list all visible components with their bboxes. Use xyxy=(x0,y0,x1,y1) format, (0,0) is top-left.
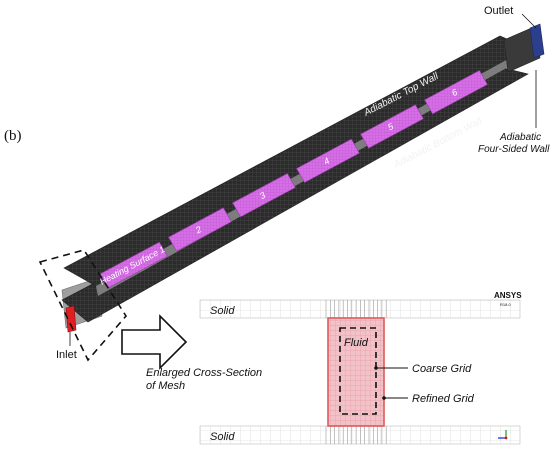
mesh-cross-section: Solid Solid Fluid Coarse Grid Refined Gr… xyxy=(199,291,522,445)
coarse-grid-box xyxy=(339,327,377,415)
heating-segment-label-2: 2 xyxy=(193,224,203,236)
heating-segment-2 xyxy=(168,207,232,252)
outlet-label: Outlet xyxy=(484,5,513,17)
heating-segment-4 xyxy=(296,138,360,183)
enlarged-label-2: of Mesh xyxy=(146,380,185,392)
coarse-grid-label: Coarse Grid xyxy=(412,363,472,375)
ansys-version: R18.0 xyxy=(500,302,511,307)
heating-segment-label-4: 4 xyxy=(322,156,331,167)
solid-top-region xyxy=(199,299,521,319)
refined-grid-outline xyxy=(327,317,385,427)
heating-segment-label-6: 6 xyxy=(450,87,459,98)
enlarge-arrow xyxy=(121,314,188,370)
refined-grid-leader-dot xyxy=(382,396,386,400)
ansys-brand: ANSYS xyxy=(494,291,522,300)
heating-segment-6 xyxy=(424,70,488,115)
solid-bottom-region xyxy=(199,425,521,445)
solid-bottom-label: Solid xyxy=(210,431,235,443)
inlet-face xyxy=(65,305,77,333)
outlet-face xyxy=(529,23,545,59)
heating-segment-label-3: 3 xyxy=(258,190,267,201)
fluid-label: Fluid xyxy=(344,337,369,349)
heating-segment-label-5: 5 xyxy=(386,121,396,133)
adiabatic-four-sided-label-1: Adiabatic xyxy=(499,132,541,143)
mesh-vertical-lines xyxy=(325,300,387,444)
adiabatic-four-sided-label-2: Four-Sided Wall xyxy=(478,144,550,155)
heating-segment-3 xyxy=(232,173,296,218)
top-wall-plate xyxy=(63,35,529,287)
bottom-wall-plate xyxy=(61,67,529,323)
axis-triad-icon xyxy=(498,430,508,440)
enlarged-label-1: Enlarged Cross-Section xyxy=(146,367,262,379)
inlet-dashed-box xyxy=(38,249,127,362)
refined-grid-label: Refined Grid xyxy=(412,393,475,405)
coarse-grid-leader-dot xyxy=(374,366,378,370)
outlet-leader xyxy=(521,13,537,29)
inlet-label: Inlet xyxy=(56,349,77,361)
solid-top-label: Solid xyxy=(210,305,235,317)
panel-tag: (b) xyxy=(4,128,22,144)
heating-segment-5 xyxy=(360,104,424,149)
